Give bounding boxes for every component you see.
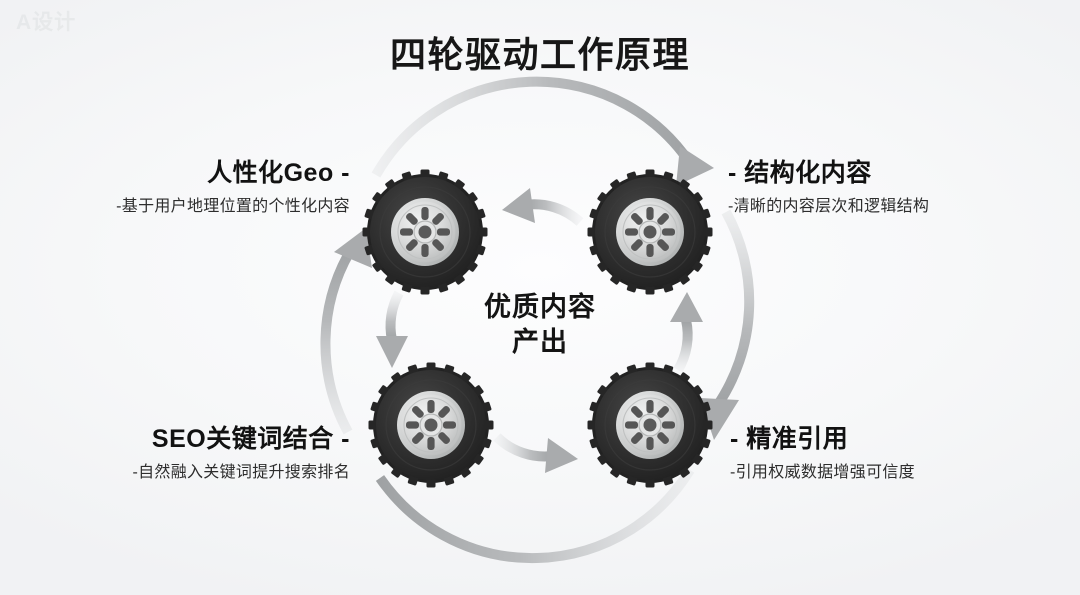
quadrant-label-bottom-right[interactable]: - 精准引用 -引用权威数据增强可信度: [730, 425, 1060, 482]
quadrant-subtext-bottom-left: -自然融入关键词提升搜索排名: [132, 463, 350, 481]
quadrant-heading-bottom-left: SEO关键词结合 -: [151, 425, 350, 453]
bottom-inner-arrow: [493, 433, 578, 473]
quadrant-label-bottom-left[interactable]: SEO关键词结合 - -自然融入关键词提升搜索排名: [10, 425, 350, 482]
inner-flow-arrows: [376, 188, 703, 473]
right-inner-arrow: [670, 292, 703, 373]
quadrant-subtext-bottom-right: -引用权威数据增强可信度: [730, 463, 915, 481]
outer-ring-arrowhead-topleft: [334, 228, 372, 268]
quadrant-heading-top-right: - 结构化内容: [728, 159, 872, 187]
left-inner-arrow: [376, 290, 408, 368]
outer-cycle-ring: [320, 76, 755, 564]
center-label-line1: 优质内容: [484, 292, 596, 322]
page-title: 四轮驱动工作原理: [389, 34, 690, 75]
quadrant-label-top-left[interactable]: 人性化Geo - -基于用户地理位置的个性化内容: [20, 159, 350, 216]
watermark-logo: A设计: [16, 11, 77, 34]
outer-ring-arrowhead-topright: [676, 146, 714, 186]
wheel-top-right[interactable]: [586, 168, 714, 296]
center-label: 优质内容 产出: [438, 290, 642, 359]
quadrant-label-top-right[interactable]: - 结构化内容 -清晰的内容层次和逻辑结构: [728, 159, 1058, 216]
wheel-bottom-left[interactable]: [367, 361, 495, 489]
center-label-line2: 产出: [512, 326, 568, 357]
quadrant-subtext-top-left: -基于用户地理位置的个性化内容: [116, 197, 350, 215]
quadrant-heading-top-left: 人性化Geo -: [207, 159, 350, 187]
quadrant-heading-bottom-right: - 精准引用: [730, 425, 849, 453]
top-inner-arrow: [502, 188, 584, 226]
wheel-bottom-right[interactable]: [586, 361, 714, 489]
quadrant-subtext-top-right: -清晰的内容层次和逻辑结构: [728, 197, 930, 215]
wheel-top-left[interactable]: [361, 168, 489, 296]
